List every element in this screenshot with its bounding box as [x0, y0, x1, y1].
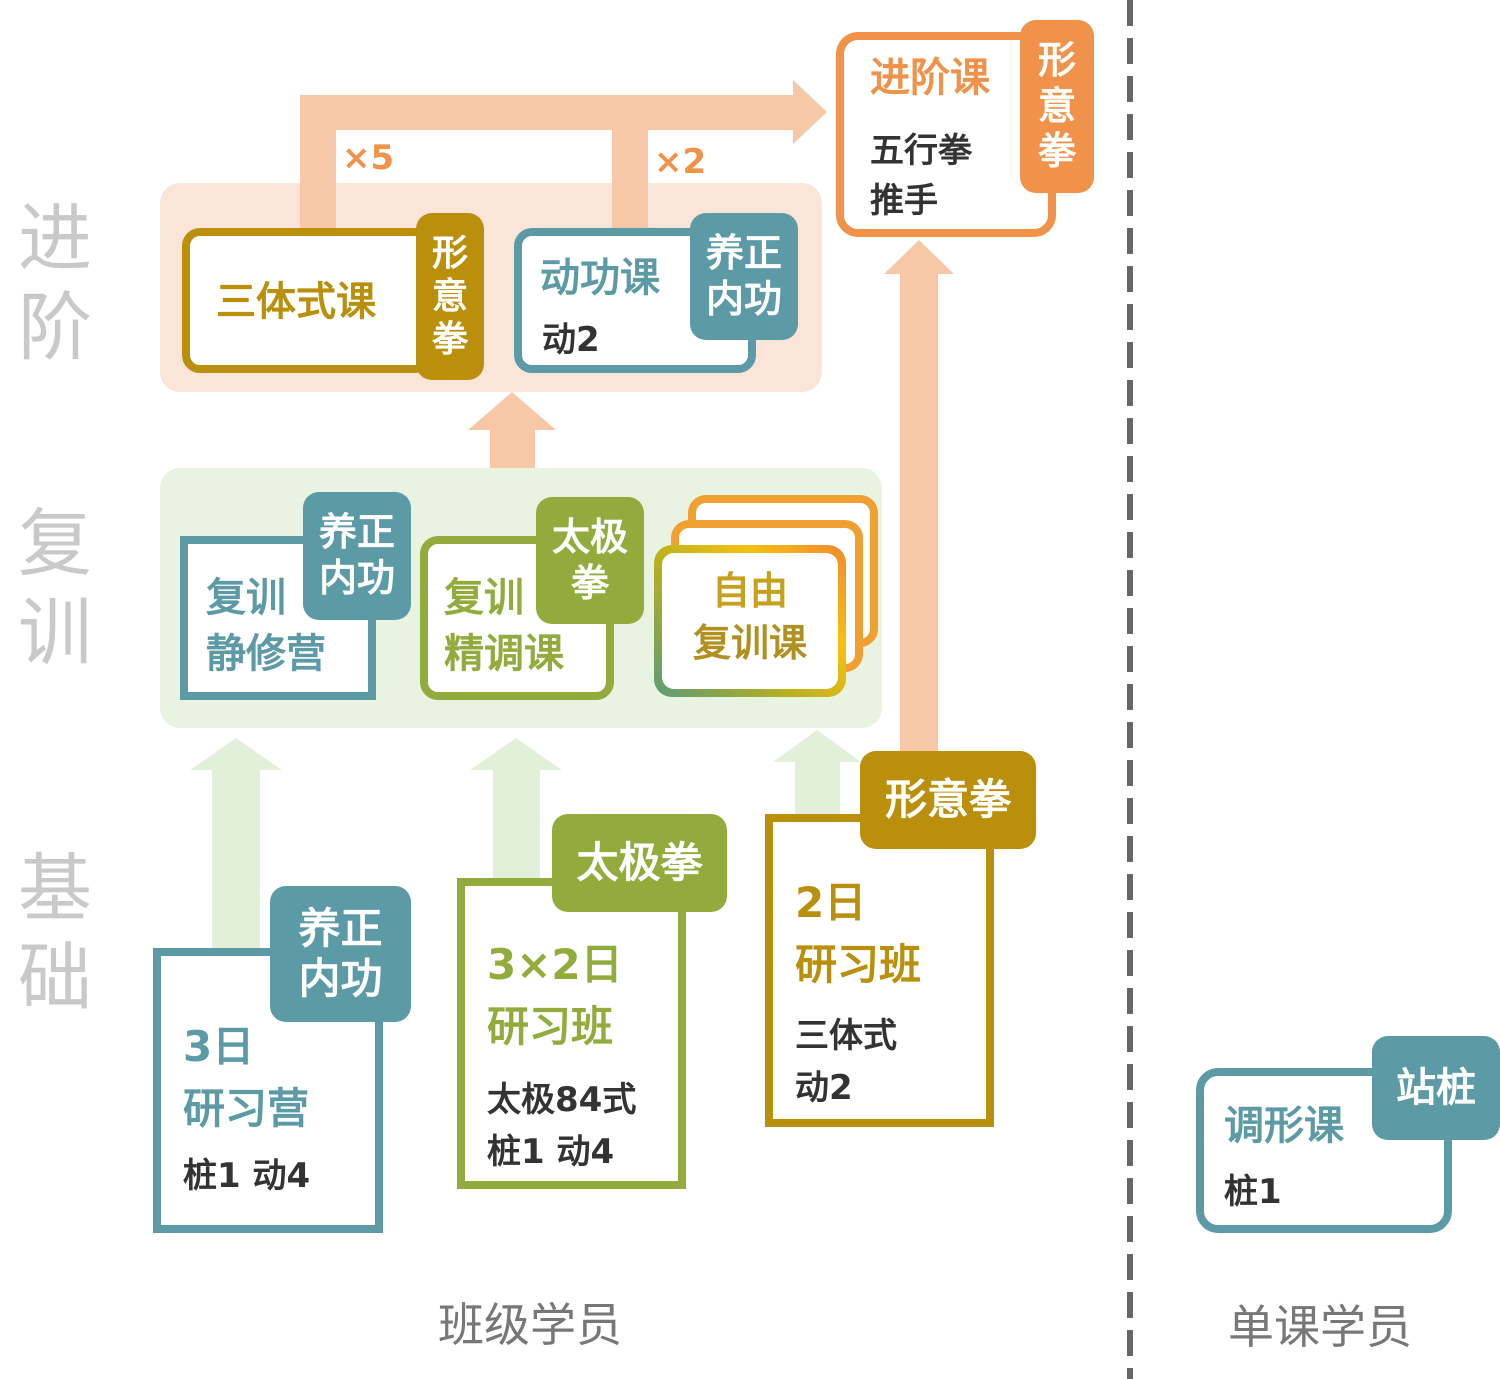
course-card-ziyou[interactable]: 自由 复训课: [654, 545, 846, 697]
course-title: 3×2日 研习班: [487, 940, 623, 1051]
course-title: 2日 研习班: [795, 878, 922, 989]
style-tag: 形意拳: [860, 751, 1036, 849]
course-detail: 五行拳 推手: [870, 131, 972, 221]
course-detail: 三体式 动2: [795, 1016, 897, 1108]
course-title: 复训 静修营: [206, 575, 326, 677]
course-title: 调形课: [1224, 1103, 1344, 1149]
arrow-shaft: [900, 273, 938, 753]
footer-class-students: 班级学员: [438, 1298, 622, 1352]
style-tag: 太极 拳: [536, 497, 644, 624]
course-card-jinjie[interactable]: 进阶课 五行拳 推手: [836, 32, 1056, 237]
course-detail: 动2: [542, 320, 600, 360]
course-title: 自由: [711, 569, 788, 613]
level-label-review: 复 训: [18, 501, 92, 676]
style-tag: 形 意 拳: [416, 213, 484, 380]
level-label-advanced: 进 阶: [18, 196, 92, 371]
course-card-santishi[interactable]: 三体式课: [182, 228, 432, 373]
course-title: 复训 精调课: [444, 575, 564, 677]
course-title: 动功课: [540, 255, 660, 301]
course-title: 复训课: [692, 621, 807, 665]
course-title: 三体式课: [216, 279, 376, 325]
multiplier-x2: ×2: [654, 142, 707, 182]
arrow-shaft: [300, 95, 795, 130]
arrow-shaft: [493, 768, 540, 883]
course-card-yanxiying[interactable]: 3日 研习营 桩1 动4: [153, 948, 383, 1233]
arrow-head-icon: [793, 80, 827, 144]
arrow-shaft: [490, 428, 535, 468]
course-card-taiji[interactable]: 3×2日 研习班 太极84式 桩1 动4: [457, 878, 686, 1189]
dashed-divider: [1127, 0, 1133, 1379]
course-detail: 桩1: [1224, 1172, 1282, 1212]
arrow-head-icon: [773, 730, 861, 762]
multiplier-x5: ×5: [342, 138, 395, 178]
arrow-shaft: [212, 768, 260, 953]
style-tag: 站桩: [1372, 1036, 1500, 1140]
course-detail: 太极84式 桩1 动4: [487, 1080, 637, 1172]
style-tag: 太极拳: [552, 814, 727, 912]
style-tag: 形 意 拳: [1020, 20, 1094, 193]
course-title: 进阶课: [870, 55, 990, 101]
course-card-xingyi[interactable]: 2日 研习班 三体式 动2: [765, 814, 994, 1127]
style-tag: 养正 内功: [303, 492, 411, 620]
style-tag: 养正 内功: [270, 886, 411, 1022]
style-tag: 养正 内功: [690, 213, 798, 340]
arrow-head-icon: [190, 738, 282, 770]
course-title: 3日 研习营: [183, 1022, 310, 1133]
arrow-head-icon: [470, 738, 562, 770]
course-detail: 桩1 动4: [183, 1156, 311, 1196]
course-card-donggong[interactable]: 动功课 动2: [514, 228, 756, 373]
arrow-head-icon: [884, 240, 954, 274]
arrow-head-icon: [468, 392, 556, 430]
arrow-shaft: [795, 760, 840, 818]
level-label-basic: 基 础: [18, 846, 92, 1021]
footer-single-students: 单课学员: [1228, 1300, 1412, 1354]
